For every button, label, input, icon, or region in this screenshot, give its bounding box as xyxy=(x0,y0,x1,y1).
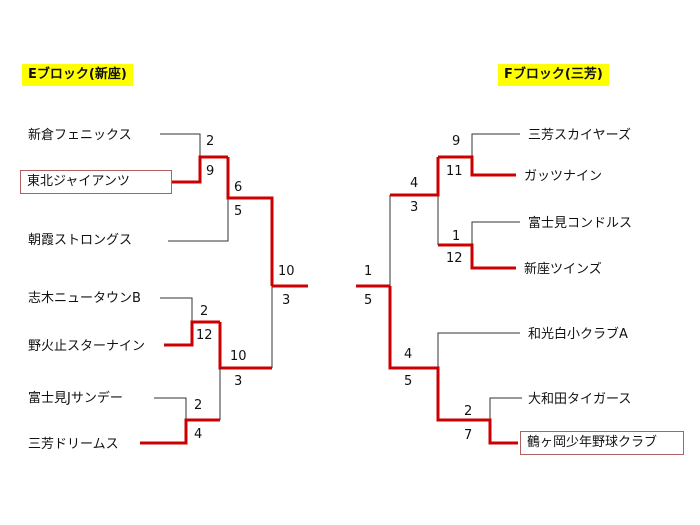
team-asaka-strongs: 朝霞ストロングス xyxy=(28,233,133,248)
f-score-final-top: 1 xyxy=(364,264,373,279)
e-score-r1b-bot: 12 xyxy=(196,328,213,343)
f-line-owada xyxy=(489,397,522,420)
f-line-skyers xyxy=(471,133,520,157)
e-line-miyoshi-d xyxy=(140,418,220,445)
team-nobidome-starnine: 野火止スターナイン xyxy=(28,339,146,354)
f-score-r1b-bot: 12 xyxy=(446,251,463,266)
team-wako-shiro-club-a: 和光白小クラブA xyxy=(528,327,628,342)
block-title-f: Fブロック(三芳) xyxy=(498,64,609,86)
f-line-guts xyxy=(438,155,516,177)
f-line-tsurugaoka xyxy=(388,286,518,445)
team-miyoshi-skyers: 三芳スカイヤーズ xyxy=(528,128,631,143)
team-owada-tigers: 大和田タイガース xyxy=(528,392,632,407)
e-score-r2a-bot: 5 xyxy=(234,204,243,219)
block-title-e: Eブロック(新座) xyxy=(22,64,133,86)
e-score-r2a-top: 6 xyxy=(234,180,243,195)
e-score-r1a-bot: 9 xyxy=(206,164,215,179)
team-fujimi-condors: 富士見コンドルス xyxy=(528,216,633,231)
e-score-r1c-bot: 4 xyxy=(194,427,203,442)
f-score-r1a-top: 9 xyxy=(452,134,461,149)
e-line-shinkura xyxy=(160,133,201,157)
e-score-r2b-top: 10 xyxy=(230,349,247,364)
f-score-r1c-bot: 7 xyxy=(464,428,473,443)
f-score-r1a-bot: 11 xyxy=(446,164,463,179)
e-score-r1a-top: 2 xyxy=(206,134,215,149)
f-score-r1c-top: 2 xyxy=(464,404,473,419)
e-line-tohoku xyxy=(172,155,228,184)
team-guts-nine: ガッツナイン xyxy=(524,169,603,184)
team-miyoshi-dreams: 三芳ドリームス xyxy=(28,437,119,452)
e-score-final-top: 10 xyxy=(278,264,295,279)
f-score-final-bot: 5 xyxy=(364,293,373,308)
e-score-r1b-top: 2 xyxy=(200,304,209,319)
e-line-shiki xyxy=(160,297,193,322)
e-line-r2a-win xyxy=(226,157,274,286)
f-score-r1b-top: 1 xyxy=(452,229,461,244)
f-line-twins xyxy=(438,243,516,270)
f-score-r2a-bot: 3 xyxy=(410,200,419,215)
team-niiza-twins: 新座ツインズ xyxy=(524,262,602,277)
e-score-r2b-bot: 3 xyxy=(234,374,243,389)
team-shiki-newtown-b: 志木ニュータウンB xyxy=(28,291,141,306)
f-score-r2b-top: 4 xyxy=(404,347,413,362)
team-tohoku-giants: 東北ジャイアンツ xyxy=(20,170,172,194)
e-score-final-bot: 3 xyxy=(282,293,291,308)
f-score-r2a-top: 4 xyxy=(410,176,419,191)
f-line-r2a-top xyxy=(390,157,440,197)
team-fujimi-j-sunday: 富士見Jサンデー xyxy=(28,391,123,406)
f-line-condors xyxy=(471,221,520,245)
e-line-nobidome xyxy=(164,320,220,347)
e-line-fujimi-j xyxy=(154,397,187,420)
e-line-asaka xyxy=(168,198,229,242)
f-line-wako xyxy=(437,332,520,368)
f-score-r2b-bot: 5 xyxy=(404,374,413,389)
team-tsurugaoka-club: 鶴ヶ岡少年野球クラブ xyxy=(520,431,684,455)
team-shinkura-phoenix: 新倉フェニックス xyxy=(28,128,132,143)
e-score-r1c-top: 2 xyxy=(194,398,203,413)
